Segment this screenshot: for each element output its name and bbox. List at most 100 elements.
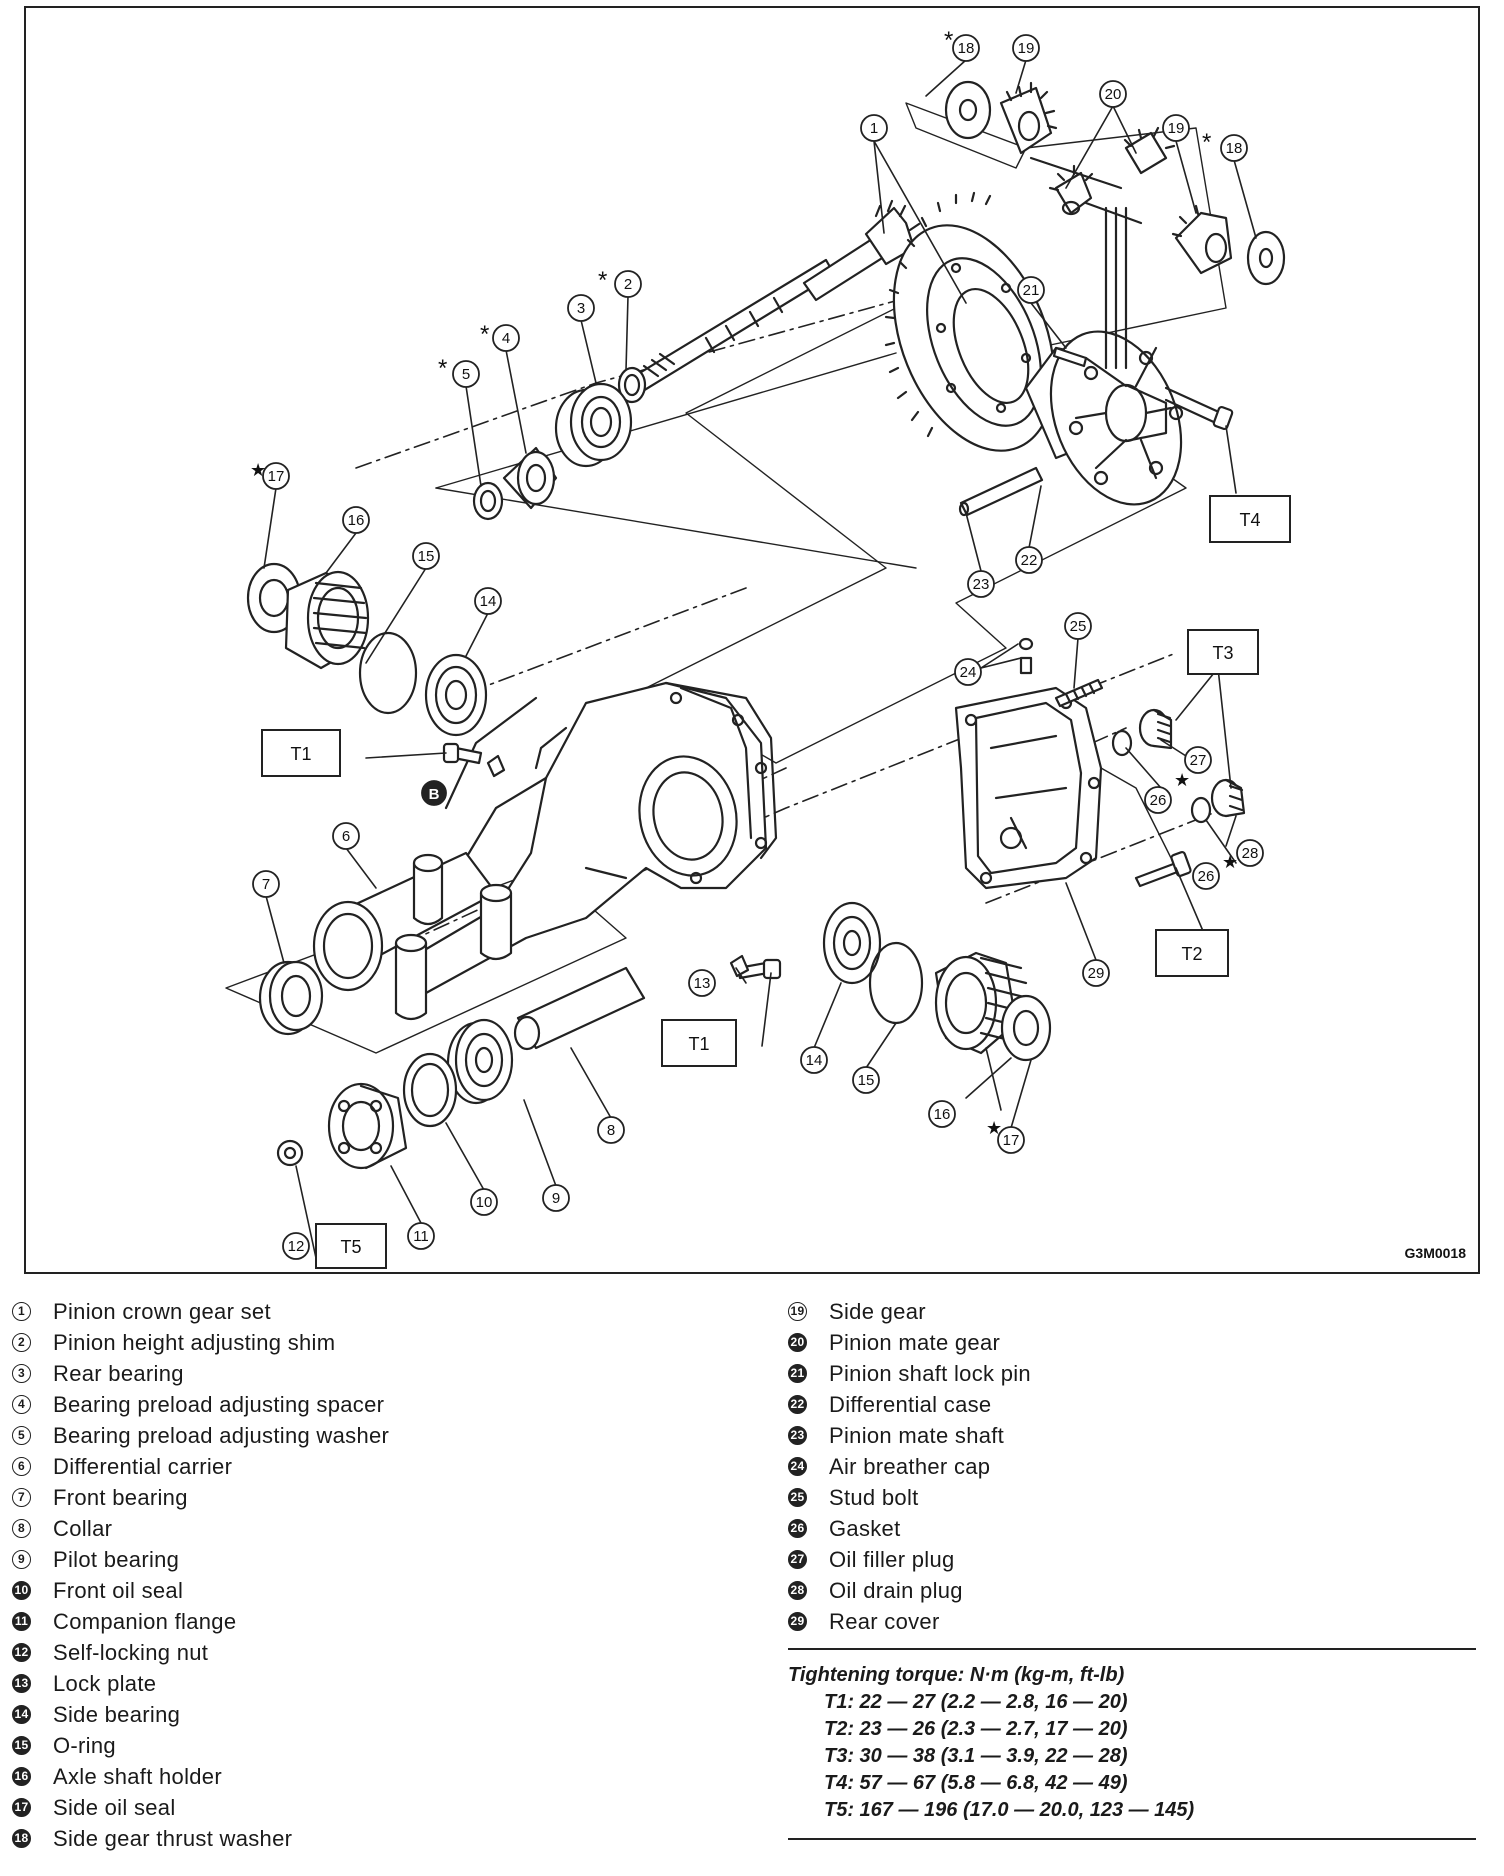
callout-20: 20 [1099, 80, 1127, 108]
svg-text:*: * [944, 27, 953, 54]
svg-text:16: 16 [934, 1106, 951, 1123]
svg-text:27: 27 [1190, 752, 1207, 769]
torque-box-t3-label: T3 [1212, 643, 1233, 663]
front-bearing [258, 960, 324, 1036]
svg-text:8: 8 [607, 1122, 615, 1139]
exploded-diagram-frame: T4 T3 T1 T2 T1 [24, 6, 1480, 1274]
svg-text:15: 15 [418, 548, 435, 565]
legend-label: Side bearing [53, 1702, 181, 1727]
legend-label: Rear cover [829, 1609, 940, 1634]
legend-number: 15 [12, 1736, 31, 1755]
legend-label: Oil filler plug [829, 1547, 955, 1572]
legend-number: 7 [12, 1488, 31, 1507]
callouts: 1 18* 19 20 19 18* 21 2* 3 4* 5* 17★ 16 … [250, 27, 1264, 1260]
svg-text:25: 25 [1070, 618, 1087, 635]
legend-number: 11 [12, 1612, 31, 1631]
ring-gear-bolt-head [1212, 405, 1234, 431]
legend-number: 12 [12, 1643, 31, 1662]
torque-box-t1-lower-label: T1 [688, 1034, 709, 1054]
legend-number: 17 [12, 1798, 31, 1817]
torque-row-t5: T5: 167 — 196 (17.0 — 20.0, 123 — 145) [824, 1799, 1195, 1821]
differential-case [1024, 330, 1184, 506]
torque-box-t1-lower: T1 [661, 1019, 737, 1067]
svg-text:13: 13 [694, 975, 711, 992]
stud-bolt [1054, 678, 1104, 708]
svg-text:17: 17 [1003, 1132, 1020, 1149]
svg-text:18: 18 [1226, 140, 1243, 157]
svg-text:10: 10 [476, 1194, 493, 1211]
legend-number: 28 [788, 1581, 807, 1600]
callout-29: 29 [1082, 959, 1110, 987]
legend-label: Air breather cap [829, 1454, 991, 1479]
callout-4: 4* [480, 321, 520, 352]
exploded-view-diagram: T4 T3 T1 T2 T1 [225, 27, 1467, 1269]
callout-25: 25 [1064, 612, 1092, 640]
svg-text:22: 22 [1021, 552, 1038, 569]
torque-row-t4: T4: 57 — 67 (5.8 — 6.8, 42 — 49) [824, 1772, 1128, 1794]
carrier-bolt-lower [729, 954, 782, 980]
svg-text:3: 3 [577, 300, 585, 317]
svg-text:2: 2 [624, 276, 632, 293]
svg-text:★: ★ [1222, 852, 1238, 872]
callout-7: 7 [252, 870, 280, 898]
legend-number: 23 [788, 1426, 807, 1445]
legend-label: Differential case [829, 1392, 992, 1417]
torque-box-t4: T4 [1209, 495, 1291, 543]
svg-text:21: 21 [1023, 282, 1040, 299]
svg-text:20: 20 [1105, 86, 1122, 103]
legend-number: 19 [788, 1302, 807, 1321]
tightening-torque-block: Tightening torque: N·m (kg-m, ft-lb) T1:… [788, 1662, 1194, 1824]
svg-text:16: 16 [348, 512, 365, 529]
callout-9: 9 [542, 1184, 570, 1212]
svg-text:29: 29 [1088, 965, 1105, 982]
callout-6: 6 [332, 822, 360, 850]
legend-label: Pinion mate shaft [829, 1423, 1005, 1448]
torque-box-t4-label: T4 [1239, 510, 1260, 530]
legend-label: Self-locking nut [53, 1640, 209, 1665]
torque-box-t5-label: T5 [340, 1237, 361, 1257]
callout-26-lower: 26★ [1192, 852, 1238, 890]
svg-text:24: 24 [960, 664, 977, 681]
svg-text:*: * [480, 321, 489, 348]
leader-lines [263, 59, 1257, 1259]
svg-text:14: 14 [480, 593, 497, 610]
callout-28: 28 [1236, 839, 1264, 867]
callout-16-left: 16 [342, 506, 370, 534]
callout-16-right: 16 [928, 1100, 956, 1128]
legend-label: Lock plate [53, 1671, 157, 1696]
torque-boxes: T4 T3 T1 T2 T1 [261, 495, 1291, 1269]
svg-text:15: 15 [858, 1072, 875, 1089]
torque-box-t1-upper-label: T1 [290, 744, 311, 764]
legend-number: 1 [12, 1302, 31, 1321]
svg-text:18: 18 [958, 40, 975, 57]
callout-19-right: 19 [1162, 114, 1190, 142]
callout-2: 2* [598, 267, 642, 298]
oil-drain-plug-group [1190, 778, 1246, 824]
svg-text:9: 9 [552, 1190, 560, 1207]
legend-number: 16 [12, 1767, 31, 1786]
front-oil-seal [402, 1052, 458, 1128]
callout-5: 5* [438, 355, 480, 388]
left-axle-holder-group [246, 562, 488, 737]
figure-code: G3M0018 [1405, 1245, 1467, 1261]
svg-text:1: 1 [870, 120, 878, 137]
torque-row-t3: T3: 30 — 38 (3.1 — 3.9, 22 — 28) [824, 1745, 1128, 1767]
callout-17-right: 17★ [986, 1118, 1025, 1154]
torque-box-t2-label: T2 [1181, 944, 1202, 964]
svg-text:12: 12 [288, 1238, 305, 1255]
callout-11: 11 [407, 1222, 435, 1250]
